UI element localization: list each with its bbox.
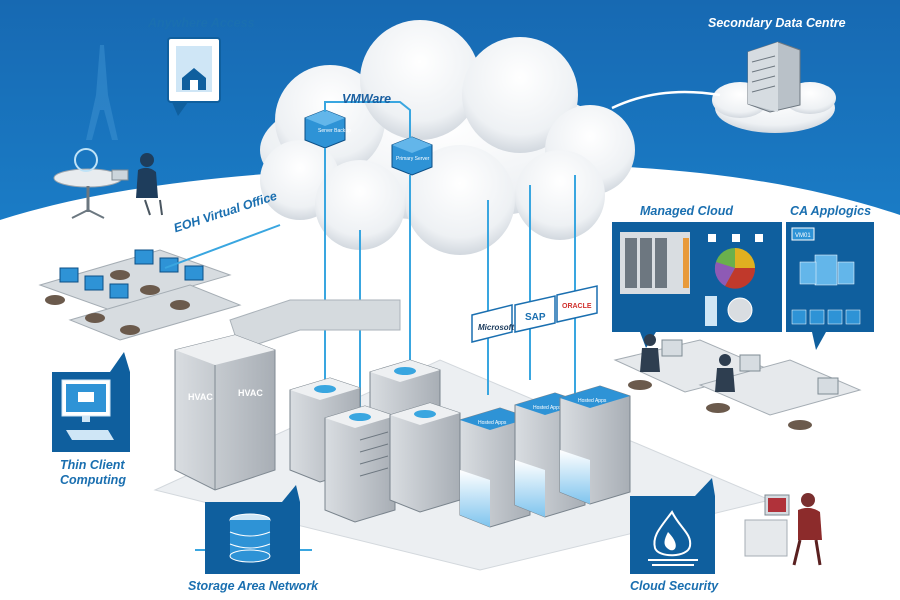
cloud-security-label: Cloud Security <box>630 579 719 593</box>
storage-area-network-label: Storage Area Network <box>188 579 319 593</box>
managed-cloud-panel <box>612 222 782 348</box>
secondary-data-centre-icon <box>712 41 836 133</box>
oracle-logo-card: ORACLE <box>556 285 598 323</box>
primary-server-label: Primary Server <box>396 156 430 162</box>
hosted-apps-rack-oracle: Hosted Apps <box>559 385 631 505</box>
virtual-office-link-line <box>164 224 281 269</box>
database-icon <box>229 513 271 563</box>
hosted-apps-label: Hosted Apps <box>533 405 562 411</box>
sap-logo-card: SAP <box>514 295 556 333</box>
thin-client-label-line2: Computing <box>60 473 126 487</box>
ca-applogics-panel: VM01 <box>786 222 874 350</box>
hosted-apps-label: Hosted Apps <box>578 398 607 404</box>
thin-client-panel <box>52 352 130 452</box>
storage-area-network-panel <box>195 485 312 574</box>
server-backup-label: Server Backup <box>318 128 351 134</box>
datacentre-link-line <box>611 90 721 110</box>
hosted-apps-rack-microsoft: Hosted Apps <box>459 407 531 528</box>
remote-worker-scene <box>53 148 163 219</box>
vm01-badge: VM01 <box>795 233 811 239</box>
cloud-security-panel <box>630 478 715 574</box>
microsoft-logo: Microsoft <box>478 323 514 332</box>
sap-logo: SAP <box>525 312 546 323</box>
virtual-office-workstations <box>38 249 242 341</box>
hvac-label-1: HVAC <box>188 392 213 402</box>
managed-cloud-label: Managed Cloud <box>640 204 734 218</box>
ca-applogics-label: CA Applogics <box>790 204 872 218</box>
cloud-connection-lines <box>324 148 576 410</box>
anywhere-access-label: Anywhere Access <box>148 16 255 30</box>
server-rack <box>324 405 396 523</box>
hosted-apps-label: Hosted Apps <box>478 420 507 426</box>
microsoft-logo-card: Microsoft <box>471 304 514 343</box>
server-rack <box>389 402 461 513</box>
vmware-link-arrow <box>324 101 411 138</box>
anywhere-access-icon <box>167 37 221 116</box>
eiffel-tower-icon <box>86 45 118 140</box>
managed-office-workstations <box>613 334 862 430</box>
hvac-label-2: HVAC <box>238 388 263 398</box>
oracle-logo: ORACLE <box>562 303 592 310</box>
firewall-flame-icon <box>648 510 698 566</box>
pie-chart-icon <box>714 248 756 289</box>
thin-client-label-line1: Thin Client <box>60 458 125 472</box>
hvac-units: HVAC HVAC <box>174 334 276 491</box>
server-rack-group: Hosted Apps Hosted Apps Hosted Apps <box>289 359 631 528</box>
hacker-figure <box>744 493 822 566</box>
primary-server-box: Primary Server <box>391 136 433 176</box>
vmware-label: VMWare <box>342 92 392 106</box>
secondary-data-centre-label: Secondary Data Centre <box>708 16 846 30</box>
